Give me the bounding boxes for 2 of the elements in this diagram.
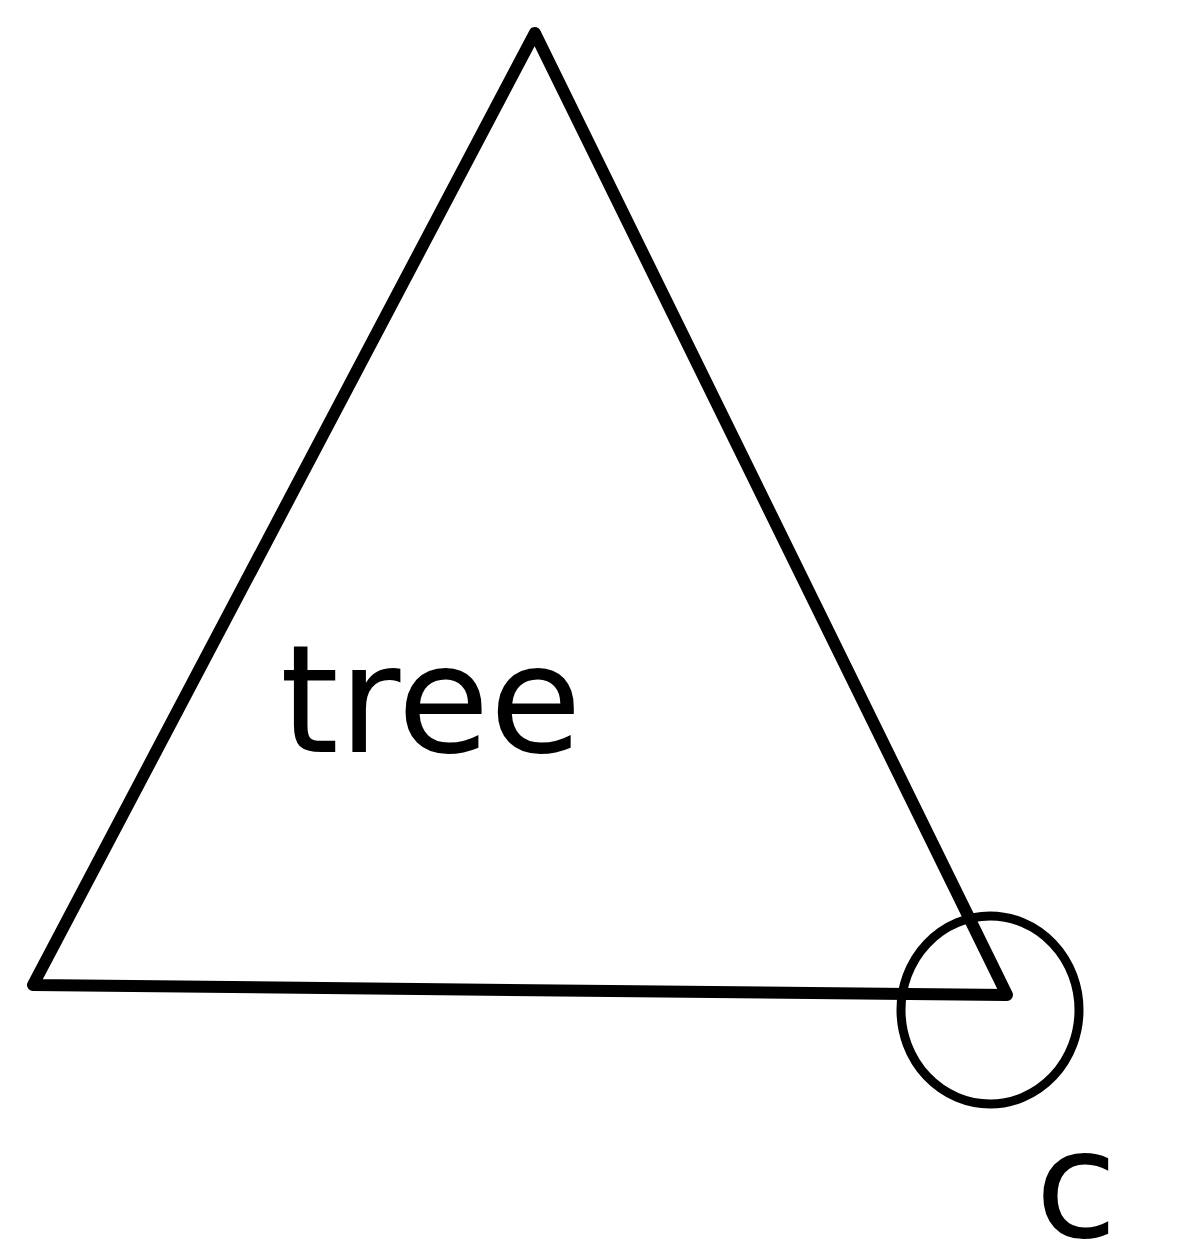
- node-label: tree: [280, 625, 582, 775]
- corner-label: c: [1035, 1110, 1118, 1258]
